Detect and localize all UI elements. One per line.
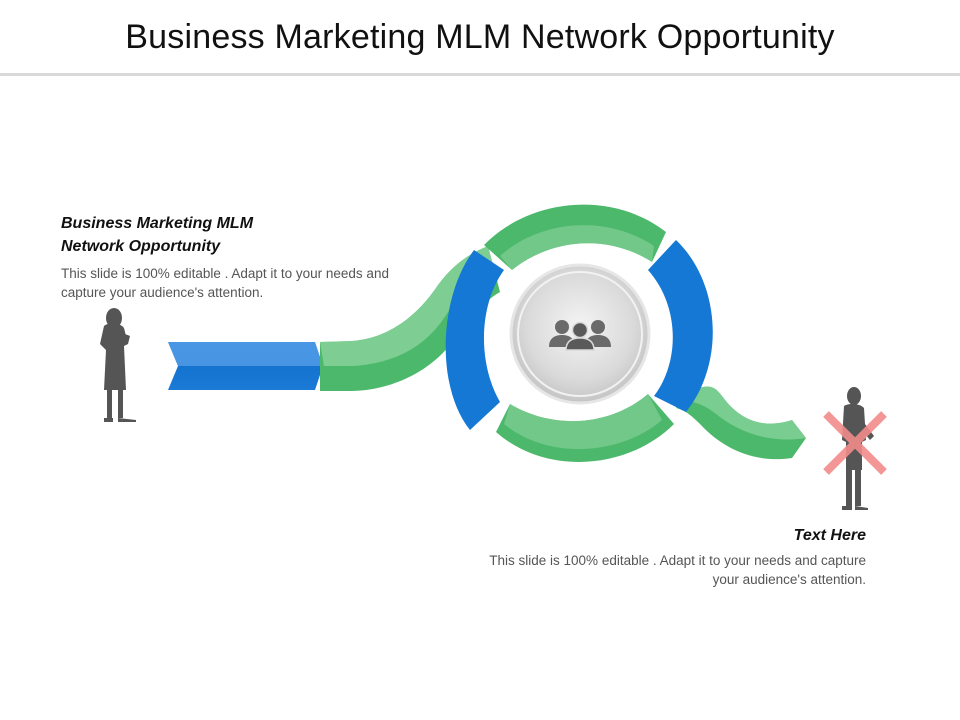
right-body: This slide is 100% editable . Adapt it t… [489,553,866,587]
left-heading: Business Marketing MLM Network Opportuni… [61,215,254,255]
right-text-block: Text Here This slide is 100% editable . … [480,524,866,589]
cross-mark-icon [823,411,887,475]
left-blue-arrow [168,342,323,390]
businesswoman-silhouette-icon [100,308,136,422]
cycle-ring [445,204,713,462]
left-green-ribbon [320,246,500,391]
right-green-ribbon [676,386,806,460]
left-text-block: Business Marketing MLM Network Opportuni… [61,212,431,302]
ring-segment-left [445,250,504,430]
title-divider [0,73,960,76]
ring-segment-right [648,240,713,412]
right-heading: Text Here [793,527,866,544]
group-of-people-icon [549,320,611,351]
slide-title: Business Marketing MLM Network Opportuni… [125,18,835,56]
left-body: This slide is 100% editable . Adapt it t… [61,266,389,300]
